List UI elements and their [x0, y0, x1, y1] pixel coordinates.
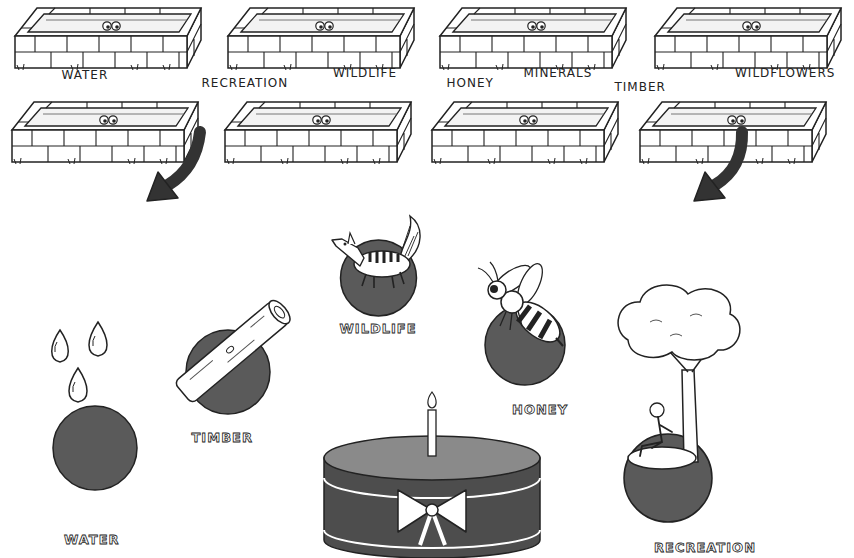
resource-label: HONEY [512, 402, 568, 418]
numbat [348, 233, 355, 244]
pen-label: MINERALS [524, 66, 593, 80]
numbat [332, 216, 420, 288]
walled-pens [432, 102, 618, 164]
birthday-cake [428, 410, 436, 456]
resource-badge: RECREATION [624, 434, 756, 556]
water-drops [52, 330, 69, 362]
birthday-cake [398, 490, 466, 532]
badge-circle [53, 406, 137, 490]
walled-pens [12, 8, 841, 164]
resource-badge: TIMBER [186, 330, 270, 446]
badge-circle [624, 434, 756, 556]
honey-bee [500, 311, 522, 330]
flow-arrow [147, 132, 200, 201]
timber-log [265, 297, 294, 327]
flow-arrow [168, 132, 200, 185]
numbat [402, 226, 418, 258]
pen-label: WILDFLOWERS [735, 66, 835, 80]
honey-bee [489, 260, 535, 300]
resource-label: WILDLIFE [340, 321, 417, 337]
numbat [370, 251, 398, 263]
honey-bee [501, 291, 523, 313]
badge-circle [340, 240, 416, 316]
pen-label: RECREATION [202, 76, 289, 90]
numbat [362, 272, 404, 288]
badge-circle [624, 434, 712, 522]
numbat [354, 251, 410, 277]
honey-bee [518, 306, 550, 338]
pen-label: WILDLIFE [333, 66, 397, 80]
resource-label: TIMBER [192, 430, 253, 446]
birthday-cake [324, 478, 540, 498]
tree-and-visitor [618, 285, 740, 469]
resource-badge: HONEY [485, 305, 568, 418]
resource-label: RECREATION [654, 540, 756, 556]
numbat [400, 216, 420, 262]
resource-badge: WATER [53, 406, 137, 548]
honey-bee [556, 338, 563, 346]
birthday-cake [426, 504, 438, 516]
pen-label: WATER [62, 68, 109, 82]
resource-label: WATER [64, 532, 120, 548]
birthday-cake [324, 530, 540, 548]
walled-pens [225, 102, 411, 164]
timber-log [272, 305, 286, 320]
flow-arrow [715, 132, 742, 185]
flow-arrow [694, 132, 742, 201]
timber-log [189, 316, 272, 388]
timber-log [225, 345, 234, 354]
tree-and-visitor [650, 403, 664, 417]
walled-pens [228, 8, 414, 70]
tree-and-visitor [628, 447, 696, 469]
honey-bee [509, 295, 567, 350]
birthday-cake [428, 392, 436, 408]
badge-circle [485, 305, 565, 385]
timber-log [174, 300, 290, 404]
tree-and-visitor [670, 350, 708, 372]
walled-pens [15, 8, 201, 70]
tree-and-visitor [640, 417, 672, 456]
water-drops [69, 368, 87, 402]
numbat [344, 243, 347, 246]
tree-and-visitor [682, 370, 698, 462]
pen-label: TIMBER [615, 80, 666, 94]
badge-circle [53, 406, 137, 548]
walled-pens [440, 8, 626, 70]
timber-log [174, 297, 294, 404]
badge-circle [186, 330, 270, 414]
walled-pens [655, 8, 841, 70]
water-drops [55, 336, 95, 392]
tree-and-visitor [650, 314, 702, 336]
pen-label: HONEY [447, 76, 494, 90]
honey-bee [478, 260, 567, 349]
badge-circle [186, 330, 270, 446]
badge-circle [485, 305, 568, 418]
water-drops [52, 322, 107, 402]
tree-and-visitor [618, 285, 740, 360]
resource-badge: WILDLIFE [340, 240, 417, 337]
honey-bee [490, 285, 498, 293]
numbat [332, 239, 364, 266]
water-drops [89, 322, 107, 356]
flow-arrow [147, 172, 178, 201]
birthday-cake [324, 392, 540, 558]
honey-bee [478, 262, 498, 282]
flow-arrow [694, 172, 725, 201]
honey-bee [488, 281, 506, 299]
walled-pens [12, 102, 198, 164]
honey-bee [513, 260, 548, 307]
